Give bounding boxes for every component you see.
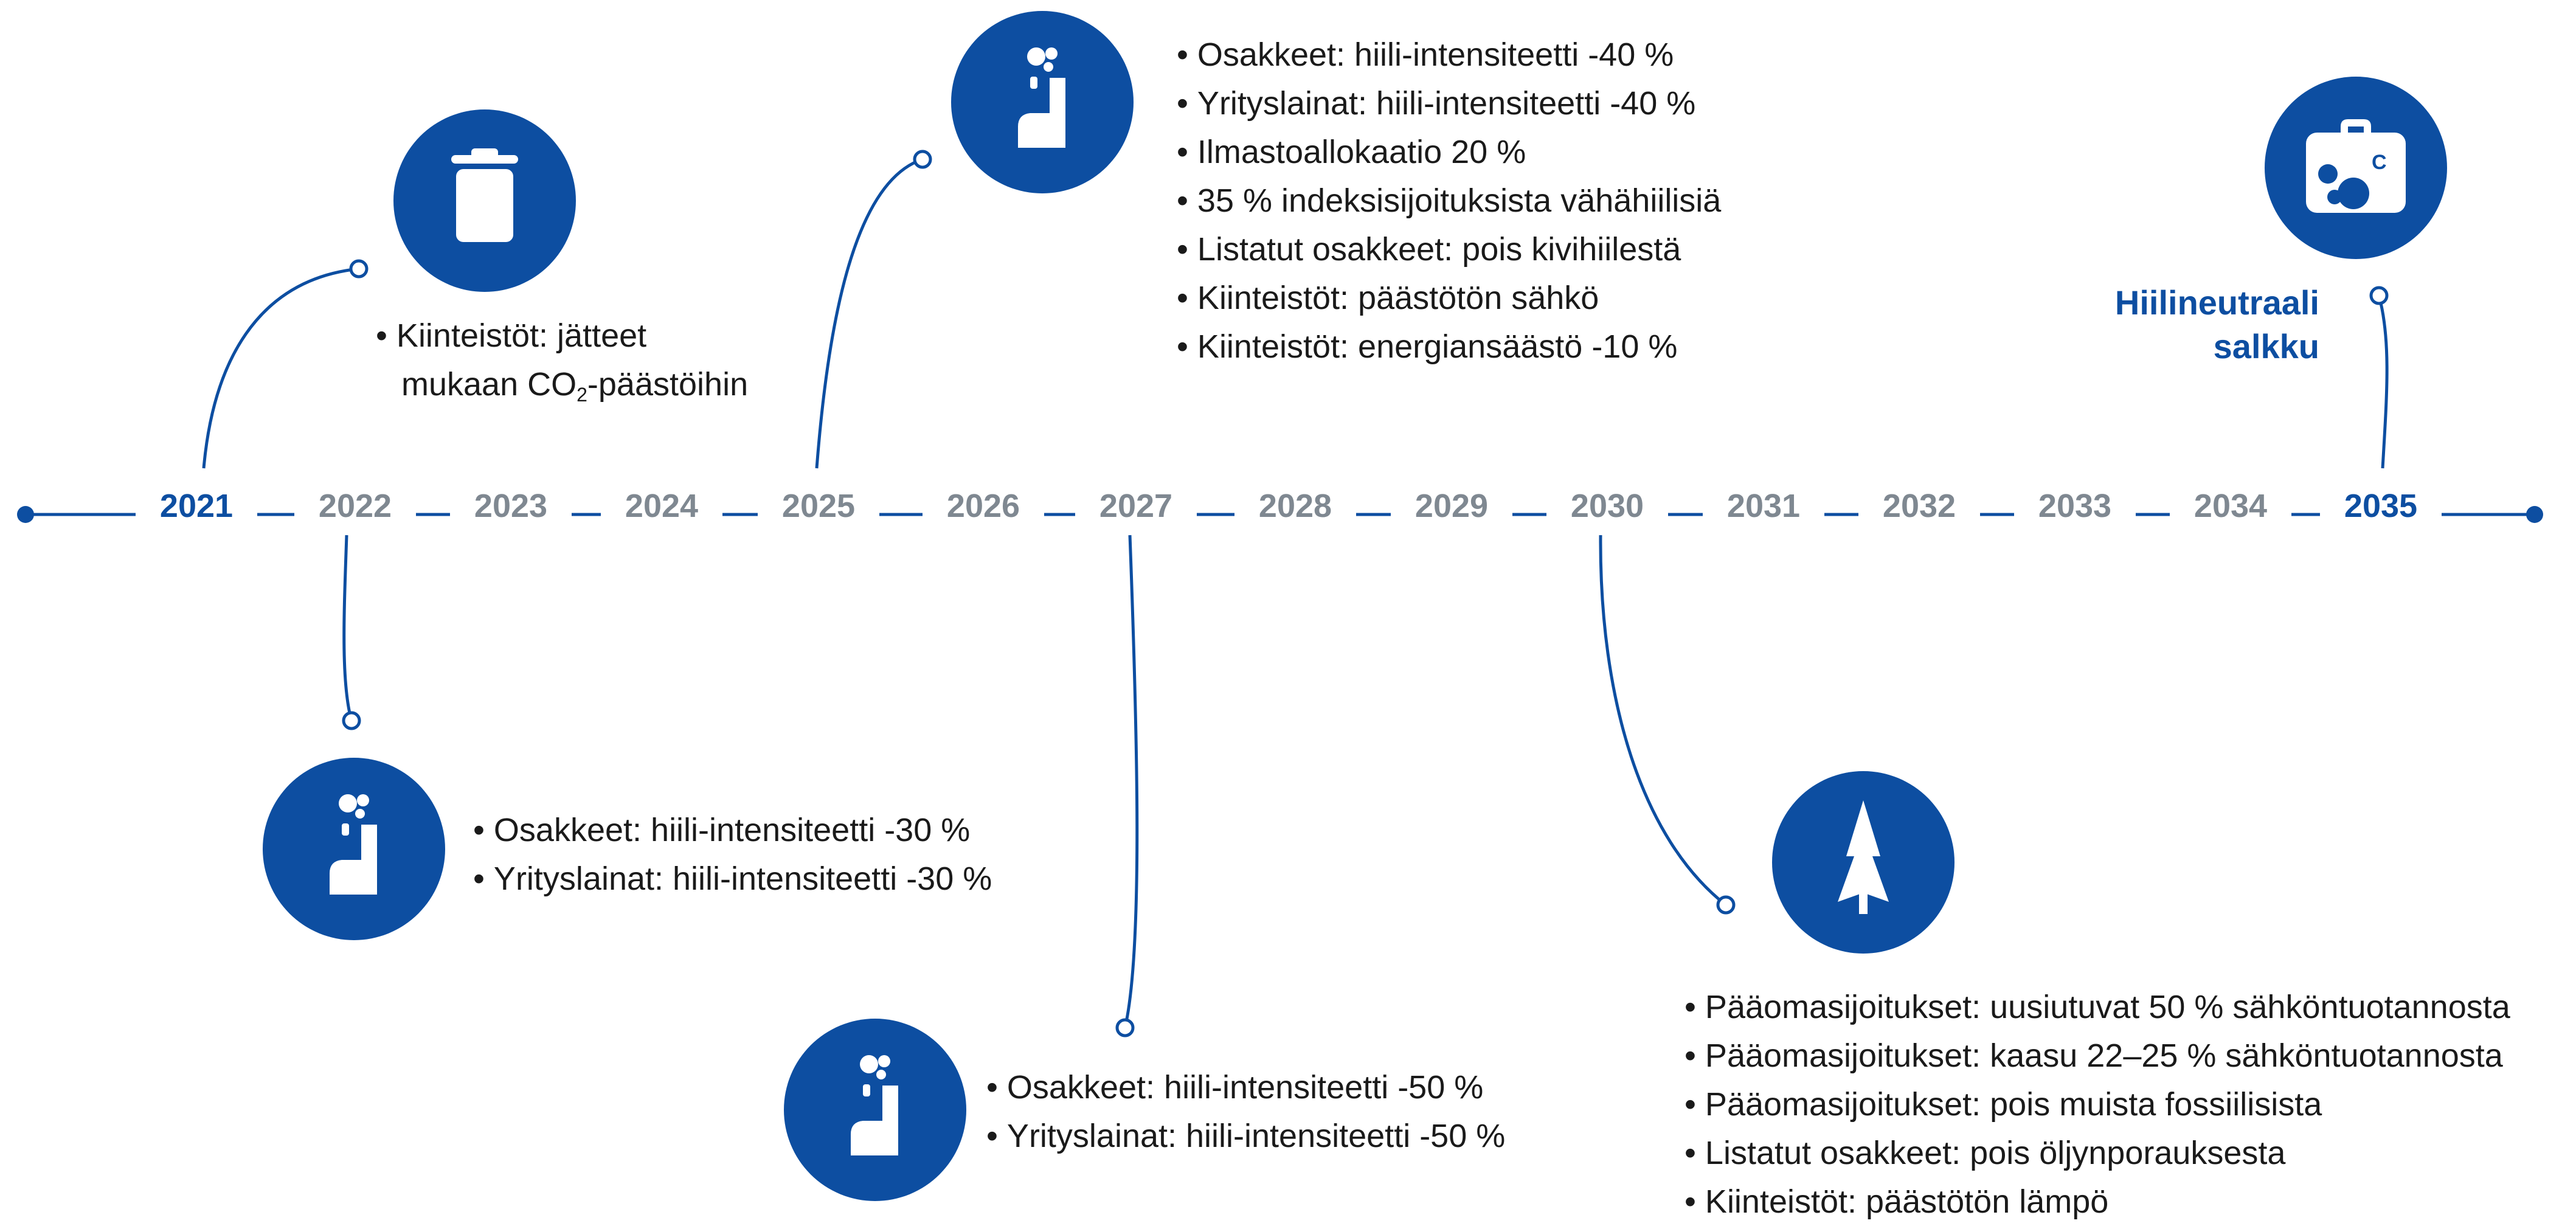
connector-2021 xyxy=(202,267,359,469)
connector-2022 xyxy=(342,535,353,721)
connector-2027 xyxy=(1123,535,1139,1028)
year-label: 2025 xyxy=(758,487,879,525)
connector-dot-2030 xyxy=(1716,895,1736,915)
milestone-2021-line1-text: Kiinteistöt: jätteet xyxy=(396,317,647,354)
year-label: 2022 xyxy=(294,487,416,525)
goal-line2: salkku xyxy=(2213,327,2319,365)
connector-dot-2021 xyxy=(349,259,369,279)
year-label: 2035 xyxy=(2320,487,2442,525)
connector-dot-2027 xyxy=(1115,1018,1135,1037)
milestone-2021-circle xyxy=(393,109,576,292)
connector-dot-2022 xyxy=(342,711,361,730)
timeline-end-dot xyxy=(2526,506,2543,523)
list-item: Pääomasijoitukset: pois muista fossiilis… xyxy=(1684,1080,2510,1129)
milestone-2021-text: • Kiinteistöt: jätteet mukaan CO2-päästö… xyxy=(376,311,748,419)
connector-2035 xyxy=(2377,295,2389,469)
trash-bin-icon xyxy=(451,148,518,242)
milestone-2025-circle xyxy=(951,11,1134,193)
connector-dot-2035 xyxy=(2369,286,2389,305)
list-item: Pääomasijoitukset: kaasu 22–25 % sähkönt… xyxy=(1684,1031,2510,1080)
list-item: 35 % indeksisijoituksista vähähiilisiä xyxy=(1177,176,1721,225)
list-item: Pääomasijoitukset: uusiutuvat 50 % sähkö… xyxy=(1684,983,2510,1031)
year-label: 2030 xyxy=(1546,487,1668,525)
list-item: Listatut osakkeet: pois kivihiilestä xyxy=(1177,225,1721,274)
year-label: 2027 xyxy=(1075,487,1197,525)
connector-dot-2025 xyxy=(913,150,932,169)
year-label: 2031 xyxy=(1703,487,1824,525)
goal-label: Hiilineutraali salkku xyxy=(2015,281,2319,369)
briefcase-carbon-icon: C xyxy=(2306,119,2406,213)
list-item: Ilmastoallokaatio 20 % xyxy=(1177,128,1721,176)
svg-text:C: C xyxy=(2372,151,2387,174)
year-label: 2024 xyxy=(601,487,722,525)
tree-icon xyxy=(1838,800,1889,914)
year-label: 2033 xyxy=(2014,487,2136,525)
milestone-2027-circle xyxy=(784,1019,966,1201)
milestone-2021-line2: mukaan CO2-päästöihin xyxy=(376,360,748,419)
milestone-2022-list: Osakkeet: hiili-intensiteetti -30 % Yrit… xyxy=(473,806,992,903)
timeline-start-dot xyxy=(17,506,34,523)
list-item: Osakkeet: hiili-intensiteetti -50 % xyxy=(986,1063,1505,1112)
milestone-2021-line1: • Kiinteistöt: jätteet xyxy=(376,317,647,354)
list-item: Yrityslainat: hiili-intensiteetti -30 % xyxy=(473,854,992,903)
milestone-2022-circle xyxy=(263,758,445,940)
year-label: 2029 xyxy=(1391,487,1512,525)
goal-line1: Hiilineutraali xyxy=(2114,283,2319,322)
list-item: Kiinteistöt: päästötön sähkö xyxy=(1177,274,1721,322)
connector-2030 xyxy=(1599,535,1727,906)
connector-2025 xyxy=(815,158,923,469)
year-label: 2032 xyxy=(1858,487,1980,525)
factory-chimney-icon xyxy=(851,1055,898,1155)
milestone-2030-circle xyxy=(1772,771,1955,954)
list-item: Yrityslainat: hiili-intensiteetti -40 % xyxy=(1177,79,1721,128)
factory-chimney-icon xyxy=(330,794,377,895)
list-item: Osakkeet: hiili-intensiteetti -40 % xyxy=(1177,30,1721,79)
co2-subscript: 2 xyxy=(576,384,587,406)
co2-suffix: -päästöihin xyxy=(587,366,749,403)
factory-chimney-icon xyxy=(1018,47,1065,148)
list-item: Yrityslainat: hiili-intensiteetti -50 % xyxy=(986,1112,1505,1160)
co2-prefix: mukaan CO xyxy=(401,366,577,403)
milestone-2027-list: Osakkeet: hiili-intensiteetti -50 % Yrit… xyxy=(986,1063,1505,1160)
year-label: 2034 xyxy=(2170,487,2291,525)
year-label: 2023 xyxy=(450,487,572,525)
list-item: Kiinteistöt: energiansäästö -10 % xyxy=(1177,322,1721,371)
milestone-2030-list: Pääomasijoitukset: uusiutuvat 50 % sähkö… xyxy=(1684,983,2510,1226)
year-label: 2028 xyxy=(1234,487,1356,525)
year-label: 2026 xyxy=(923,487,1044,525)
milestone-2025-list: Osakkeet: hiili-intensiteetti -40 % Yrit… xyxy=(1177,30,1721,371)
list-item: Osakkeet: hiili-intensiteetti -30 % xyxy=(473,806,992,854)
list-item: Kiinteistöt: päästötön lämpö xyxy=(1684,1177,2510,1226)
milestone-2035-circle: C xyxy=(2265,77,2447,259)
year-label: 2021 xyxy=(136,487,257,525)
list-item: Listatut osakkeet: pois öljynporauksesta xyxy=(1684,1129,2510,1177)
